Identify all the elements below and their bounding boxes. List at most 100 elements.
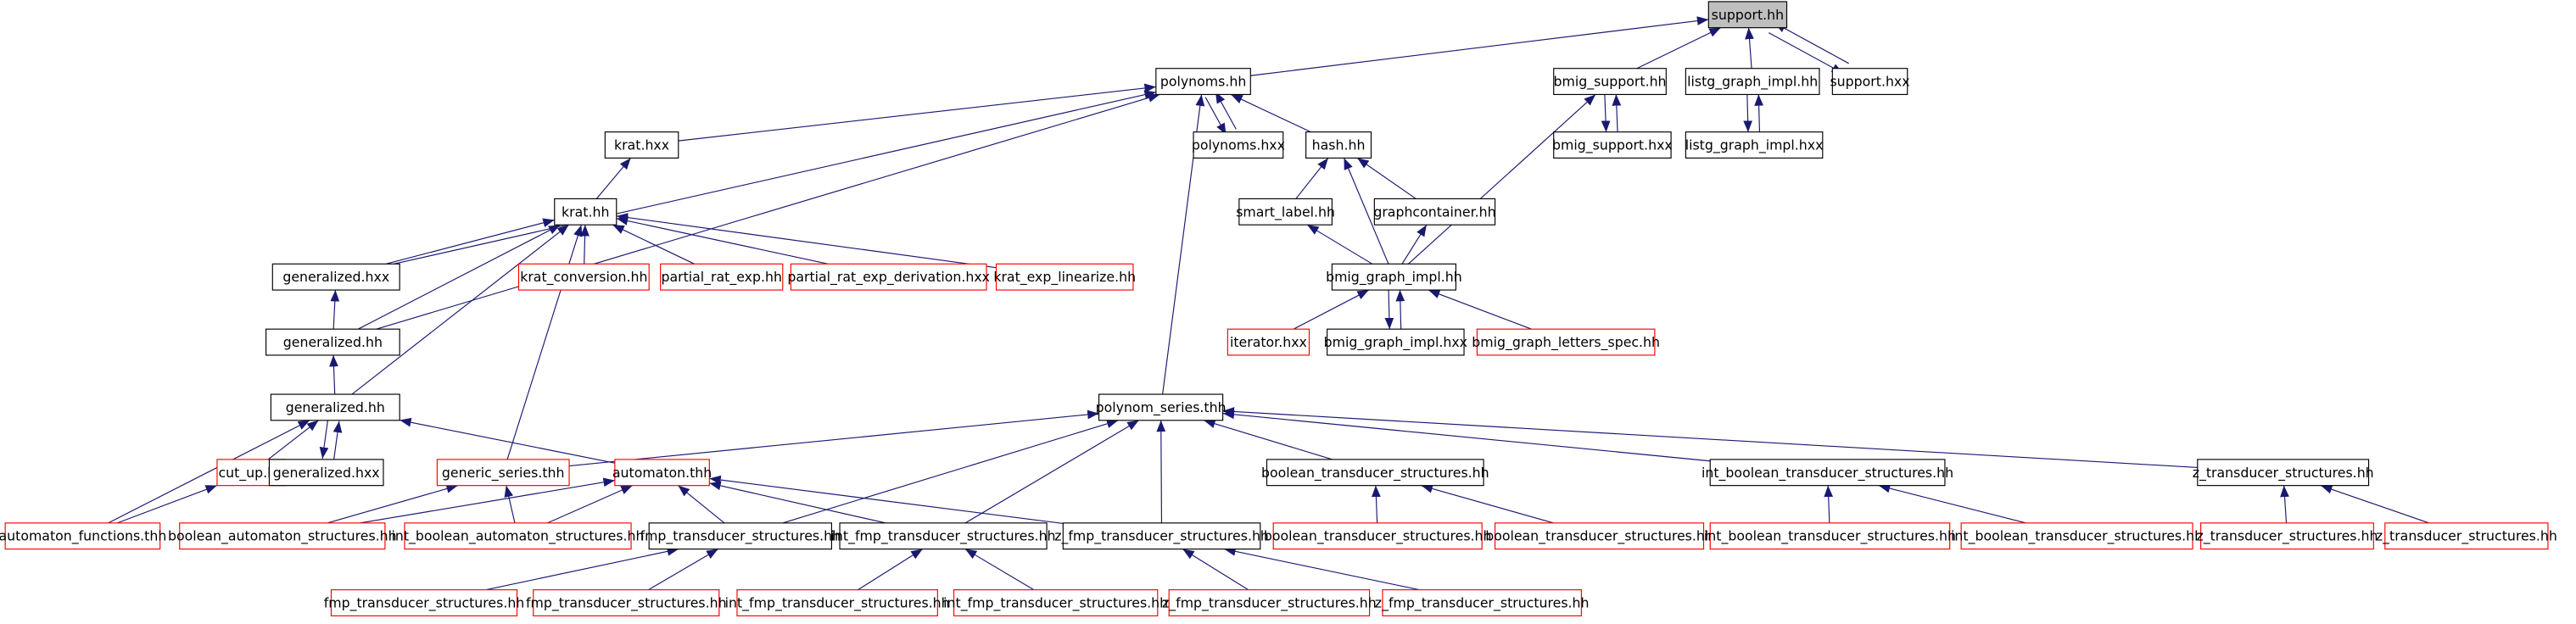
node-support-hxx[interactable]: support.hxx <box>1830 68 1910 96</box>
edge-z-fmp-transducer-structures-hh-to-polynom-series-thh <box>1156 420 1166 523</box>
node-label: z_fmp_transducer_structures.hh <box>1054 528 1269 545</box>
node-box <box>614 459 710 487</box>
edge-fmp-r1-to-fmp-transducer-structures-hh <box>485 547 679 591</box>
node-z-fmp-transducer-structures-hh[interactable]: z_fmp_transducer_structures.hh <box>1054 522 1269 550</box>
node-bmig-support-hh[interactable]: bmig_support.hh <box>1553 68 1667 96</box>
edge-listg-graph-impl-hxx-to-listg-graph-impl-hh <box>1754 94 1764 132</box>
node-bts-r2[interactable]: boolean_transducer_structures.hh <box>1485 522 1713 550</box>
node-iterator-hxx[interactable]: iterator.hxx <box>1227 328 1310 356</box>
node-label: z_fmp_transducer_structures.hh <box>1162 595 1377 612</box>
edge-bts-r2-to-boolean-transducer-structures-hh <box>1421 484 1554 524</box>
node-zts-r1[interactable]: z_transducer_structures.hh <box>2197 522 2378 550</box>
edge-bmig-graph-letters-spec-hh-to-bmig-graph-impl-hh <box>1428 289 1532 330</box>
node-box <box>660 263 784 291</box>
edge-bmig-support-hh-to-bmig-support-hxx <box>1601 94 1611 132</box>
node-label: int_boolean_transducer_structures.hh <box>1702 465 1953 482</box>
node-label: automaton_functions.thh <box>0 528 166 545</box>
node-generalized-hxx-1[interactable]: generalized.hxx <box>271 263 400 291</box>
node-box <box>1373 198 1496 226</box>
node-automaton-functions-thh[interactable]: automaton_functions.thh <box>0 522 166 550</box>
node-generalized-hxx-2[interactable]: generalized.hxx <box>268 459 384 487</box>
node-box <box>1685 68 1820 96</box>
node-box <box>1266 459 1484 487</box>
node-generic-series-thh[interactable]: generic_series.thh <box>436 459 570 487</box>
node-ibts-r2[interactable]: int_boolean_transducer_structures.hh <box>1951 522 2203 550</box>
node-support-hh[interactable]: support.hh <box>1707 1 1788 29</box>
edge-bmig-graph-impl-hh-to-graphcontainer-hh <box>1401 224 1428 265</box>
node-bmig-graph-letters-spec-hh[interactable]: bmig_graph_letters_spec.hh <box>1472 328 1660 356</box>
node-box <box>1709 459 1946 487</box>
node-int-boolean-automaton-structures-hh[interactable]: int_boolean_automaton_structures.hh <box>392 522 645 550</box>
edge-cut-up-hh-to-generalized-hh-3 <box>267 420 319 460</box>
edge-boolean-automaton-structures-hh-to-automaton-thh <box>360 477 615 524</box>
node-ifmp-r2[interactable]: int_fmp_transducer_structures.hh <box>943 589 1168 616</box>
node-box <box>1476 328 1656 356</box>
node-bts-r1[interactable]: boolean_transducer_structures.hh <box>1264 522 1492 550</box>
edge-generalized-hh-3-to-generalized-hxx-2 <box>319 419 329 460</box>
node-fmp-r2[interactable]: fmp_transducer_structures.hh <box>526 589 727 616</box>
node-listg-graph-impl-hh[interactable]: listg_graph_impl.hh <box>1685 68 1820 96</box>
node-fmp-transducer-structures-hh[interactable]: fmp_transducer_structures.hh <box>640 522 841 550</box>
node-partial-rat-exp-derivation-hxx[interactable]: partial_rat_exp_derivation.hxx <box>787 263 990 291</box>
node-generalized-hh-3[interactable]: generalized.hh <box>270 393 400 421</box>
node-fmp-r1[interactable]: fmp_transducer_structures.hh <box>324 589 525 616</box>
node-label: z_fmp_transducer_structures.hh <box>1375 595 1590 612</box>
node-smart-label-hh[interactable]: smart_label.hh <box>1236 198 1335 226</box>
node-krat-hxx[interactable]: krat.hxx <box>604 131 679 159</box>
node-ifmp-r1[interactable]: int_fmp_transducer_structures.hh <box>725 589 950 616</box>
edge-int-boolean-automaton-structures-hh-to-automaton-thh <box>547 485 633 524</box>
edge-generalized-hh-2-to-krat-hh <box>357 224 561 330</box>
node-box <box>2197 459 2370 487</box>
node-hash-hh[interactable]: hash.hh <box>1305 131 1372 159</box>
node-label: hash.hh <box>1312 137 1366 153</box>
node-box <box>1685 131 1824 159</box>
node-listg-graph-impl-hxx[interactable]: listg_graph_impl.hxx <box>1685 131 1824 159</box>
edge-partial-rat-exp-derivation-hxx-to-krat-hh <box>616 216 829 265</box>
node-label: fmp_transducer_structures.hh <box>526 595 727 612</box>
node-boolean-automaton-structures-hh[interactable]: boolean_automaton_structures.hh <box>168 522 397 550</box>
node-generalized-hh-2[interactable]: generalized.hh <box>265 328 400 356</box>
edge-hash-hh-to-polynoms-hh <box>1231 93 1311 133</box>
edge-zfmp-r2-to-z-fmp-transducer-structures-hh <box>1224 547 1420 591</box>
node-bmig-graph-impl-hxx[interactable]: bmig_graph_impl.hxx <box>1324 328 1467 356</box>
edge-zfmp-r1-to-z-fmp-transducer-structures-hh <box>1182 549 1249 591</box>
edge-generalized-hxx-2-to-generalized-hh-3 <box>332 421 343 460</box>
node-krat-conversion-hh[interactable]: krat_conversion.hh <box>517 263 650 291</box>
node-box <box>953 589 1159 616</box>
node-zfmp-r2[interactable]: z_fmp_transducer_structures.hh <box>1375 589 1590 616</box>
edge-generalized-hh-3-to-generalized-hh-2 <box>329 354 338 395</box>
node-zts-r2[interactable]: z_transducer_structures.hh <box>2376 522 2557 550</box>
node-graphcontainer-hh[interactable]: graphcontainer.hh <box>1373 198 1496 226</box>
node-label: partial_rat_exp.hh <box>661 269 781 286</box>
node-label: listg_graph_impl.hxx <box>1685 137 1824 154</box>
node-boolean-transducer-structures-hh[interactable]: boolean_transducer_structures.hh <box>1261 459 1489 487</box>
node-box <box>1272 522 1483 550</box>
node-label: automaton.thh <box>612 465 712 481</box>
node-label: boolean_automaton_structures.hh <box>168 528 397 545</box>
node-int-boolean-transducer-structures-hh[interactable]: int_boolean_transducer_structures.hh <box>1702 459 1953 487</box>
node-label: generalized.hxx <box>273 465 380 481</box>
node-bmig-support-hxx[interactable]: bmig_support.hxx <box>1552 131 1673 159</box>
node-bmig-graph-impl-hh[interactable]: bmig_graph_impl.hh <box>1326 263 1462 291</box>
node-krat-exp-linearize-hh[interactable]: krat_exp_linearize.hh <box>993 263 1136 291</box>
node-polynoms-hh[interactable]: polynoms.hh <box>1155 68 1251 96</box>
node-int-fmp-transducer-structures-hh[interactable]: int_fmp_transducer_structures.hh <box>831 522 1056 550</box>
node-polynoms-hxx[interactable]: polynoms.hxx <box>1192 131 1285 159</box>
node-z-transducer-structures-hh[interactable]: z_transducer_structures.hh <box>2193 459 2374 487</box>
node-automaton-thh[interactable]: automaton.thh <box>612 459 712 487</box>
node-label: listg_graph_impl.hh <box>1687 74 1818 91</box>
node-box <box>604 131 679 159</box>
edge-int-fmp-transducer-structures-hh-to-polynom-series-thh <box>964 420 1139 524</box>
node-ibts-r1[interactable]: int_boolean_transducer_structures.hh <box>1704 522 1956 550</box>
node-krat-hh[interactable]: krat.hh <box>554 198 617 226</box>
node-label: support.hxx <box>1830 74 1909 90</box>
edge-bmig-graph-impl-hh-to-hash-hh <box>1343 158 1389 265</box>
node-box <box>1155 68 1251 96</box>
node-polynom-series-thh[interactable]: polynom_series.thh <box>1096 393 1227 421</box>
edge-support-hxx-to-support-hh <box>1774 22 1849 64</box>
node-zfmp-r1[interactable]: z_fmp_transducer_structures.hh <box>1162 589 1377 616</box>
node-label: boolean_transducer_structures.hh <box>1261 465 1489 482</box>
node-partial-rat-exp-hh[interactable]: partial_rat_exp.hh <box>660 263 784 291</box>
node-label: krat_exp_linearize.hh <box>993 269 1136 286</box>
